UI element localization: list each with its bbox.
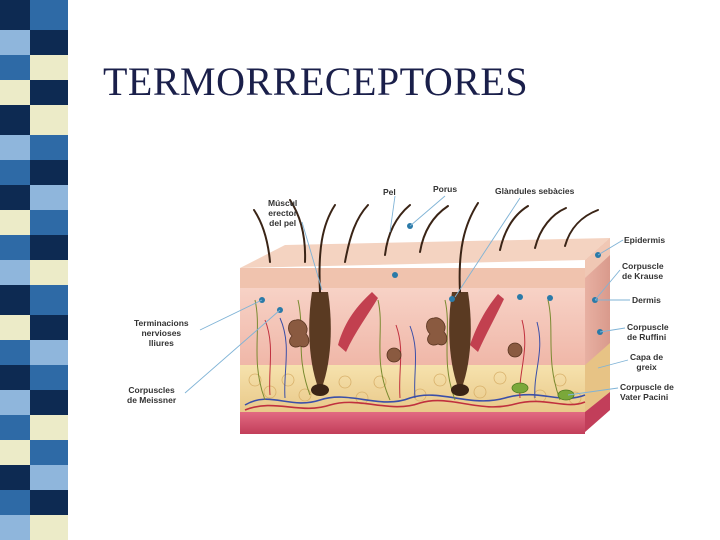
sebaceous-glands (288, 317, 523, 363)
label-corpuscles-meissner: Corpuscles de Meissner (127, 385, 177, 405)
muscle-layer (240, 412, 585, 434)
arrector-muscles (338, 292, 504, 352)
label-epidermis: Epidermis (624, 235, 666, 245)
decorative-stripe (0, 0, 68, 540)
epidermis-layer (240, 268, 585, 288)
receptor-markers (259, 223, 603, 335)
skin-surface (240, 238, 610, 268)
leader-lines (184, 195, 630, 396)
hairs (253, 199, 599, 293)
slide-title: TERMORRECEPTORES (103, 59, 529, 104)
label-corpuscle-pacini: Corpuscle de Vater Pacini (620, 382, 674, 402)
pacini-corpuscles (511, 382, 575, 401)
label-dermis: Dermis (632, 295, 661, 305)
label-pel: Pel (383, 187, 396, 197)
label-muscul-erector: Múscul erector del pel (268, 198, 298, 228)
label-corpuscle-ruffini: Corpuscle de Ruffini (627, 322, 669, 342)
label-terminacions-nervioses: Terminacions nervioses lliures (134, 318, 189, 348)
skin-side-face (585, 238, 610, 432)
label-corpuscle-krause: Corpuscle de Krause (622, 261, 664, 281)
label-glandules-sebacies: Glàndules sebàcies (495, 186, 575, 196)
label-capa-greix: Capa de greix (630, 352, 664, 372)
hair-follicles (309, 292, 471, 396)
label-porus: Porus (433, 184, 458, 194)
